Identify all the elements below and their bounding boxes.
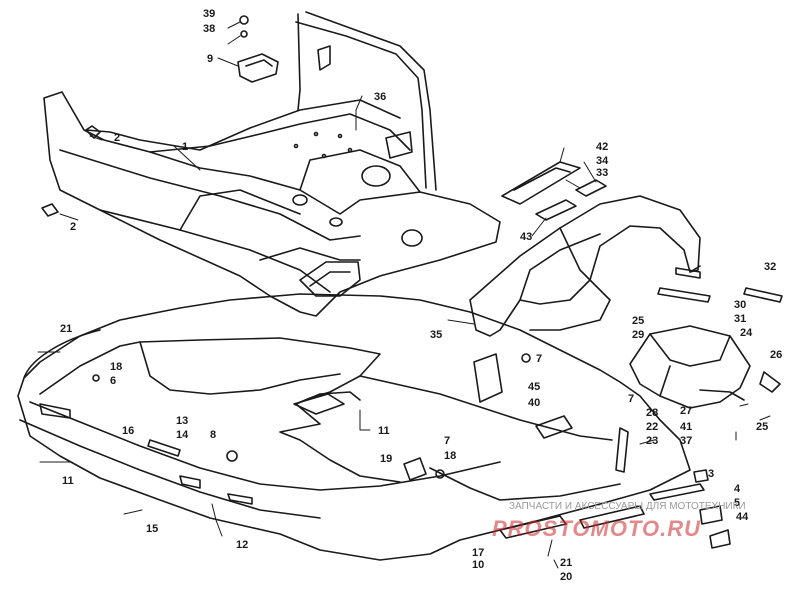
- callout-7: 7: [536, 353, 542, 365]
- callout-42: 42: [596, 141, 608, 153]
- leader-lines: [37, 21, 771, 569]
- callout-13: 13: [176, 415, 188, 427]
- callout-11: 11: [62, 475, 74, 487]
- callout-30: 30: [734, 299, 746, 311]
- bracket-9: [237, 15, 279, 83]
- callout-2: 2: [70, 221, 76, 233]
- callout-37: 37: [680, 435, 692, 447]
- callout-2: 2: [114, 132, 120, 144]
- decals: [501, 161, 607, 221]
- callout-32: 32: [764, 261, 776, 273]
- callout-41: 41: [680, 421, 692, 433]
- callout-3: 3: [708, 468, 714, 480]
- callout-43: 43: [520, 231, 532, 243]
- callout-5: 5: [734, 497, 740, 509]
- callout-29: 29: [632, 329, 644, 341]
- callout-18: 18: [444, 450, 456, 462]
- callout-26: 26: [770, 349, 782, 361]
- callout-12: 12: [236, 539, 248, 551]
- callout-7: 7: [444, 435, 450, 447]
- callout-38: 38: [203, 23, 215, 35]
- callout-25: 25: [756, 421, 768, 433]
- callout-20: 20: [560, 571, 572, 583]
- callout-45: 45: [528, 381, 540, 393]
- callout-9: 9: [207, 53, 213, 65]
- callout-17: 17: [472, 547, 484, 559]
- callout-22: 22: [646, 421, 658, 433]
- side-panel: [469, 195, 701, 337]
- callout-18: 18: [110, 361, 122, 373]
- callout-33: 33: [596, 167, 608, 179]
- callout-44: 44: [736, 511, 749, 523]
- watermark-caption: ЗАПЧАСТИ И АКСЕССУАРЫ ДЛЯ МОТОТЕХНИКИ: [509, 501, 746, 512]
- callout-34: 34: [596, 155, 609, 167]
- callout-14: 14: [176, 429, 189, 441]
- callout-11: 11: [378, 425, 390, 437]
- callout-40: 40: [528, 397, 540, 409]
- callout-4: 4: [734, 483, 741, 495]
- callout-6: 6: [110, 375, 116, 387]
- callout-23: 23: [646, 435, 658, 447]
- callout-31: 31: [734, 313, 746, 325]
- callout-27: 27: [680, 405, 692, 417]
- callout-21: 21: [60, 323, 72, 335]
- chassis-frame: [41, 11, 501, 317]
- callout-25: 25: [632, 315, 644, 327]
- callout-7: 7: [628, 393, 634, 405]
- callout-19: 19: [380, 453, 392, 465]
- callout-10: 10: [472, 559, 484, 571]
- callout-16: 16: [122, 425, 134, 437]
- belly-pan: [17, 293, 691, 561]
- callout-36: 36: [374, 91, 386, 103]
- small-parts: [92, 353, 731, 549]
- watermark-logo: PROSTOMOTO.RU: [492, 516, 701, 541]
- right-bracket: [629, 267, 783, 409]
- callout-15: 15: [146, 523, 158, 535]
- callout-39: 39: [203, 8, 215, 20]
- callout-8: 8: [210, 429, 216, 441]
- callout-21: 21: [560, 557, 572, 569]
- callout-28: 28: [646, 407, 658, 419]
- callout-24: 24: [740, 327, 753, 339]
- callout-1: 1: [182, 141, 188, 153]
- callout-35: 35: [430, 329, 442, 341]
- callout-labels: 1 2 2 3 4 5 6 7 7 7 8 9 10 11 11 12 13 1…: [60, 8, 782, 583]
